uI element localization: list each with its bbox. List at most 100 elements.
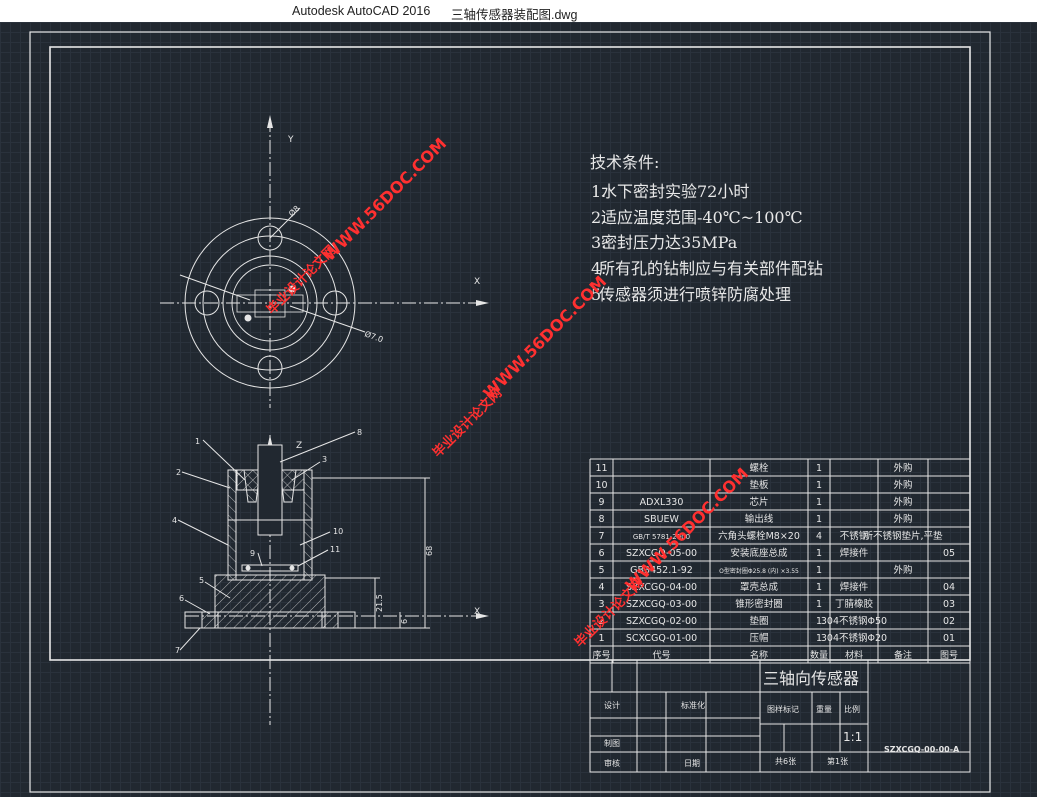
bom-cell-code: SBUEW (644, 514, 680, 525)
tb-design: 设计 (604, 700, 620, 710)
bom-cell-name: 压帽 (749, 632, 768, 644)
bom-cell-drawing: 04 (943, 582, 955, 593)
tb-scale: 1:1 (843, 730, 862, 744)
top-view (160, 115, 489, 408)
bom-cell-no: 4 (598, 582, 604, 593)
mid-dim-label: 21.5 (375, 594, 384, 612)
watermark-site-2: WWW.56DOC.COM (479, 272, 610, 403)
tech-item-1: 水下密封实验72小时 (601, 182, 749, 201)
bom-cell-qty: 1 (816, 616, 822, 627)
tb-weight: 重量 (816, 704, 832, 714)
window-titlebar: Autodesk AutoCAD 2016 三轴传感器装配图.dwg (0, 0, 1037, 22)
tech-item-2-num: 2. (591, 208, 606, 227)
balloon-7: 7 (175, 646, 180, 655)
section-axis-x-label: X (474, 607, 480, 617)
bom-cell-note: 外购 (893, 479, 912, 491)
file-name: 三轴传感器装配图.dwg (451, 8, 578, 22)
bom-cell-qty: 1 (816, 565, 822, 576)
bom-cell-note: 所不锈钢垫片,平垫 (863, 530, 943, 542)
section-view (177, 431, 489, 725)
bom-cell-qty: 1 (816, 548, 822, 559)
tb-review: 审核 (604, 758, 620, 768)
bom-cell-name: 芯片 (749, 496, 768, 508)
bom-cell-material: 304不锈钢Φ20 (821, 632, 887, 644)
bom-cell-name: 六角头螺栓M8×20 (718, 530, 800, 542)
drawing-svg: Y X Ø8 Ø7.0 (29, 31, 991, 793)
bom-cell-code: GB3452.1-92 (630, 565, 693, 576)
bom-cell-material: 304不锈钢Φ50 (821, 615, 887, 627)
drawing-title: 三轴向传感器 (763, 669, 859, 688)
bom-cell-name: 垫圈 (749, 615, 768, 627)
bom-header-qty: 数量 (810, 649, 828, 661)
bom-cell-code: SCXCGQ-01-00 (626, 633, 697, 644)
tb-standard: 标准化 (681, 700, 705, 710)
tb-scale-label: 比例 (844, 704, 860, 714)
bom-cell-note: 外购 (893, 564, 912, 576)
bom-cell-no: 3 (598, 599, 604, 610)
bore-dim-label: Ø7.0 (363, 328, 384, 344)
bom-cell-qty: 1 (816, 497, 822, 508)
bom-cell-code: SZXCGQ-05-00 (626, 548, 697, 559)
bom-cell-material: 不锈钢 (840, 530, 869, 542)
bom-cell-name: 螺栓 (749, 462, 769, 474)
title-block (589, 659, 971, 773)
balloon-9: 9 (250, 549, 255, 558)
bom-cell-no: 6 (598, 548, 604, 559)
bom-cell-name: 输出线 (745, 513, 774, 525)
bom-cell-name: 罩壳总成 (740, 581, 779, 593)
tb-total: 共6张 (775, 757, 796, 766)
watermark-label-2: 毕业设计论文网 (430, 385, 506, 461)
bom-header-drawing: 图号 (940, 650, 958, 661)
tech-item-2: 适应温度范围-40℃~100℃ (601, 208, 803, 227)
watermark-site-1: WWW.56DOC.COM (319, 134, 450, 265)
bom-cell-code: GB/T 5781-2000 (633, 533, 690, 541)
bom-header-no: 序号 (592, 649, 610, 661)
balloon-labels: 1 2 3 4 5 6 7 8 9 10 11 (172, 428, 362, 655)
tb-drawing-no: SZXCGQ-00-00-A (884, 745, 960, 754)
bom-cell-qty: 1 (816, 599, 822, 610)
bom-cell-qty: 1 (816, 480, 822, 491)
app-title: Autodesk AutoCAD 2016 (292, 4, 431, 18)
hole-dim-label: Ø8 (286, 203, 301, 218)
top-axis-y-label: Y (287, 135, 294, 145)
bom-header-material: 材料 (845, 649, 863, 661)
bom-cell-no: 10 (595, 480, 607, 491)
bom-header-note: 备注 (894, 649, 912, 661)
inner-frame (49, 46, 971, 661)
tb-drawing-mark: 图样标记 (767, 704, 799, 714)
section-axis-z-label: Z (296, 441, 302, 451)
bom-cell-drawing: 02 (943, 616, 955, 627)
bom-cell-name: O型密封圈Φ25.8 (内) ×3.55 (719, 567, 799, 575)
balloon-3: 3 (322, 455, 327, 464)
tb-sheet: 第1张 (827, 756, 848, 766)
balloon-5: 5 (199, 576, 204, 585)
bom-cell-qty: 1 (816, 514, 822, 525)
bom-cell-material: 焊接件 (840, 581, 869, 593)
tech-item-3: 密封压力达35MPa (601, 233, 738, 252)
bom-cell-drawing: 03 (943, 599, 955, 610)
bom-cell-no: 9 (598, 497, 604, 508)
bom-cell-name: 锥形密封圈 (735, 598, 783, 610)
tech-item-3-num: 3. (591, 233, 606, 252)
tech-item-5-num: 5. (591, 285, 606, 304)
balloon-8: 8 (357, 428, 362, 437)
bom-cell-no: 7 (598, 531, 604, 542)
bom-cell-material: 丁腈橡胶 (835, 598, 874, 610)
bom-cell-qty: 1 (816, 582, 822, 593)
bom-cell-no: 8 (598, 514, 604, 525)
drawing-canvas[interactable]: Y X Ø8 Ø7.0 (0, 22, 1037, 797)
tech-item-5: 传感器须进行喷锌防腐处理 (599, 285, 791, 304)
tb-drafting: 制图 (604, 738, 620, 748)
bom-cell-code: ADXL330 (640, 497, 684, 508)
bom-cell-note: 外购 (893, 513, 912, 525)
bom-cell-qty: 1 (816, 633, 822, 644)
height-dim-label: 68 (425, 546, 434, 556)
bom-header-code: 代号 (652, 650, 670, 661)
bom-cell-note: 外购 (893, 496, 912, 508)
top-axis-x-label: X (474, 277, 480, 287)
tech-item-4-num: 4. (591, 259, 606, 278)
bom-cell-no: 1 (598, 633, 604, 644)
bom-cell-code: SZXCGQ-03-00 (626, 599, 697, 610)
tech-item-1-num: 1. (591, 182, 606, 201)
